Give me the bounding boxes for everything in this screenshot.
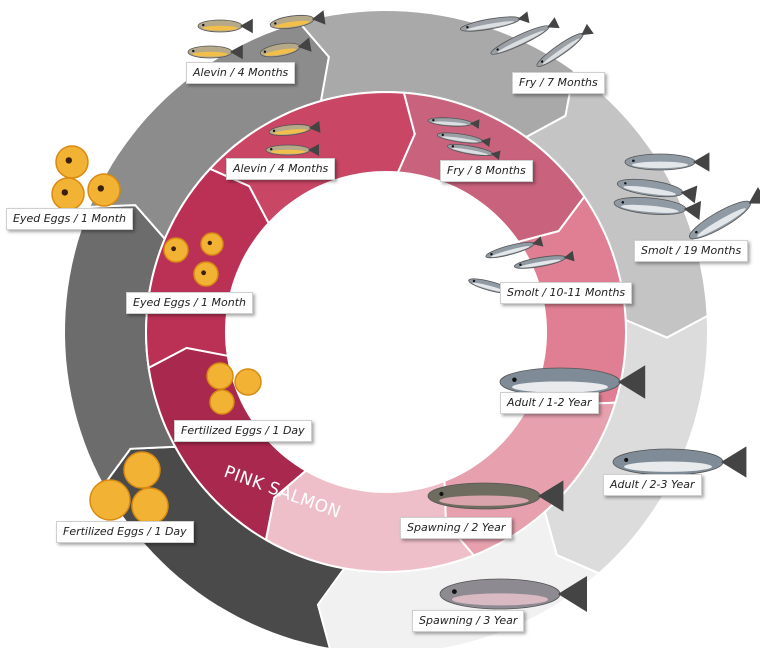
outer-label-alevin: Alevin / 4 Months bbox=[186, 62, 296, 84]
inner-smolt-2 bbox=[513, 250, 575, 269]
inner-spawning-fish bbox=[427, 480, 564, 512]
inner-alevin-2 bbox=[265, 144, 319, 156]
inner-label-alevin: Alevin / 4 Months bbox=[226, 158, 336, 180]
inner-segment-7 bbox=[264, 469, 476, 574]
inner-alevin-1 bbox=[268, 120, 321, 136]
inner-fertilized-egg-1 bbox=[206, 362, 234, 390]
outer-label-eyed-eggs: Eyed Eggs / 1 Month bbox=[6, 208, 134, 230]
inner-adult-fish bbox=[499, 365, 646, 399]
outer-spawning-fish bbox=[439, 576, 587, 612]
inner-smolt-1 bbox=[485, 236, 544, 259]
outer-smolt-4 bbox=[689, 186, 760, 240]
inner-eyed-egg-3 bbox=[193, 261, 219, 287]
inner-eyed-egg-2-eye bbox=[207, 240, 212, 246]
outer-alevin-3 bbox=[187, 44, 243, 60]
outer-fry-3 bbox=[536, 23, 594, 67]
outer-label-adult: Adult / 2-3 Year bbox=[603, 474, 702, 496]
outer-eyed-egg-3-eye bbox=[97, 185, 105, 192]
inner-label-fry: Fry / 8 Months bbox=[440, 160, 533, 182]
inner-label-spawning: Spawning / 2 Year bbox=[400, 517, 513, 539]
outer-eyed-egg-1-eye bbox=[65, 157, 73, 164]
inner-fry-2 bbox=[436, 132, 491, 147]
outer-fry-1 bbox=[460, 11, 530, 32]
outer-eyed-egg-2 bbox=[51, 177, 85, 211]
outer-smolt-3 bbox=[613, 197, 702, 220]
outer-fertilized-egg-1 bbox=[123, 451, 161, 489]
inner-fry-1 bbox=[427, 117, 480, 129]
inner-fertilized-egg-3 bbox=[209, 389, 235, 415]
stage-icons bbox=[51, 10, 760, 612]
outer-label-fertilized-eggs: Fertilized Eggs / 1 Day bbox=[56, 521, 194, 543]
outer-alevin-2 bbox=[269, 10, 326, 30]
outer-label-spawning: Spawning / 3 Year bbox=[412, 610, 525, 632]
outer-smolt-2 bbox=[616, 178, 698, 204]
outer-fry-2 bbox=[490, 17, 560, 55]
inner-eyed-egg-2 bbox=[200, 232, 224, 256]
inner-label-eyed-eggs: Eyed Eggs / 1 Month bbox=[126, 292, 254, 314]
inner-label-adult: Adult / 1-2 Year bbox=[500, 392, 599, 414]
outer-label-fry: Fry / 7 Months bbox=[512, 72, 605, 94]
outer-fertilized-egg-2 bbox=[89, 479, 131, 521]
inner-eyed-egg-1 bbox=[163, 237, 189, 263]
outer-alevin-4 bbox=[259, 37, 312, 58]
inner-eyed-egg-1-eye bbox=[171, 246, 177, 252]
inner-fry-3 bbox=[446, 143, 501, 160]
outer-label-smolt: Smolt / 19 Months bbox=[634, 240, 749, 262]
outer-eyed-egg-2-eye bbox=[61, 189, 68, 196]
inner-label-smolt: Smolt / 10-11 Months bbox=[500, 282, 633, 304]
outer-eyed-egg-1 bbox=[55, 145, 89, 179]
inner-fertilized-egg-2 bbox=[234, 368, 262, 396]
inner-eyed-egg-3-eye bbox=[201, 270, 207, 276]
outer-fertilized-egg-3 bbox=[131, 487, 169, 525]
outer-eyed-egg-3 bbox=[87, 173, 121, 207]
inner-label-fertilized-eggs: Fertilized Eggs / 1 Day bbox=[174, 420, 312, 442]
outer-alevin-1 bbox=[197, 18, 253, 34]
outer-smolt-1 bbox=[624, 152, 710, 172]
